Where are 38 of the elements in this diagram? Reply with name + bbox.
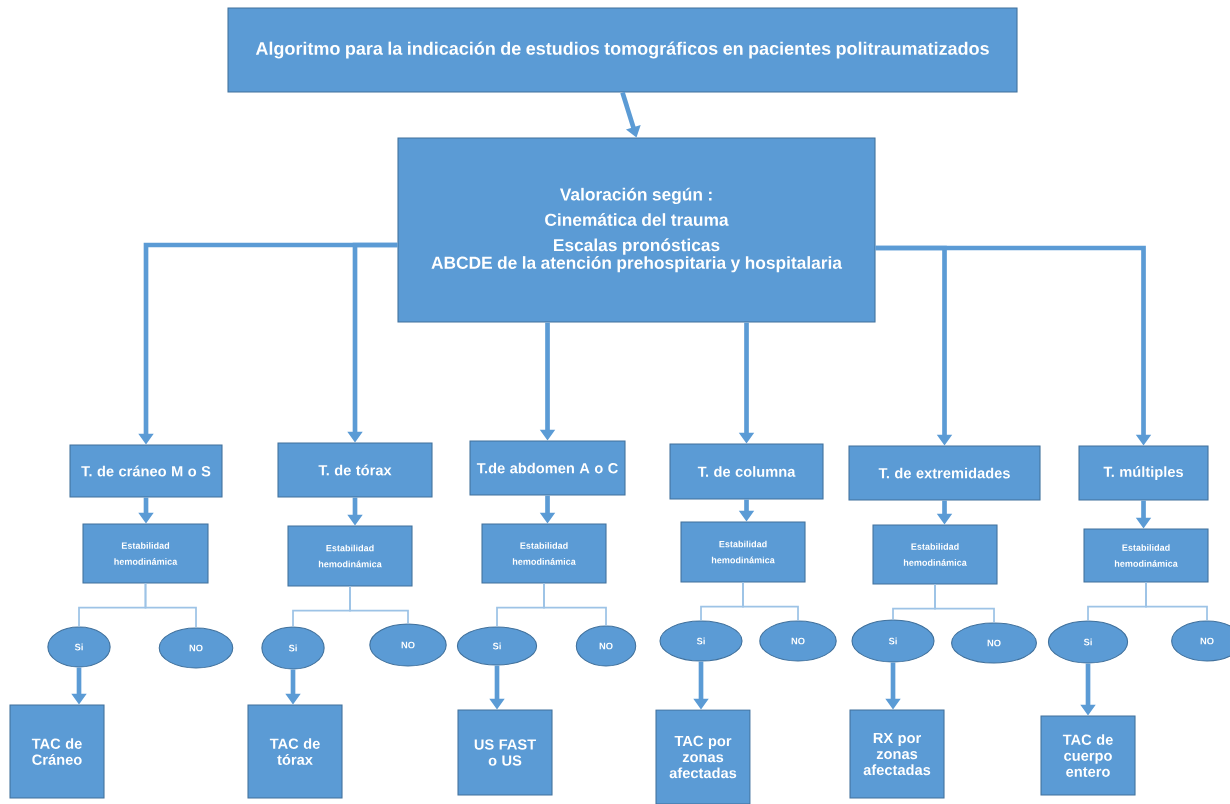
study-box: TAC por zonas afectadas <box>655 709 751 804</box>
title-box: Algoritmo para la indicación de estudios tomográficos en pacientes politraumatizados <box>227 7 1018 93</box>
trauma-type-box: T. múltiples <box>1078 445 1209 501</box>
yes-oval: Si <box>659 620 743 662</box>
connector-line <box>144 582 197 629</box>
no-oval: NO <box>158 627 234 669</box>
connector-line <box>349 585 409 625</box>
connector-line <box>742 581 799 622</box>
stability-box: Estabilidad hemodinámica <box>680 521 806 583</box>
no-oval: NO <box>951 622 1037 664</box>
stability-box: Estabilidad hemodinámica <box>872 524 998 585</box>
yes-oval: Si <box>851 619 935 663</box>
trauma-type-box: T.de abdomen A o C <box>469 440 626 496</box>
stability-box: Estabilidad hemodinámica <box>1083 528 1209 583</box>
study-box: TAC de tórax <box>247 704 343 799</box>
assessment-box: Valoración según : Cinemática del trauma Escalas pronósticas ABCDE de la atención prehospitaria y hospitalaria <box>397 137 876 323</box>
study-box: US FAST o US <box>457 709 553 796</box>
no-oval: NO <box>1171 620 1230 662</box>
yes-oval: Si <box>1047 620 1129 664</box>
yes-oval: Si <box>456 626 538 666</box>
no-oval: NO <box>759 620 837 662</box>
yes-oval: Si <box>261 626 325 670</box>
trauma-type-box: T. de columna <box>669 443 824 500</box>
connector-line <box>1145 581 1208 622</box>
trauma-type-box: T. de cráneo M o S <box>69 444 223 498</box>
stability-box: Estabilidad hemodinámica <box>82 523 209 584</box>
yes-oval: Si <box>47 626 111 668</box>
study-box: TAC de cuerpo entero <box>1040 715 1136 796</box>
connector-line <box>934 583 995 624</box>
stability-box: Estabilidad hemodinámica <box>287 525 413 587</box>
connector-line <box>543 582 607 627</box>
study-box: RX por zonas afectadas <box>849 709 945 799</box>
trauma-type-box: T. de tórax <box>277 442 433 498</box>
no-oval: NO <box>575 625 637 667</box>
stability-box: Estabilidad hemodinámica <box>481 523 607 584</box>
trauma-type-box: T. de extremidades <box>848 445 1041 501</box>
no-oval: NO <box>369 623 447 667</box>
study-box: TAC de Cráneo <box>9 704 105 799</box>
